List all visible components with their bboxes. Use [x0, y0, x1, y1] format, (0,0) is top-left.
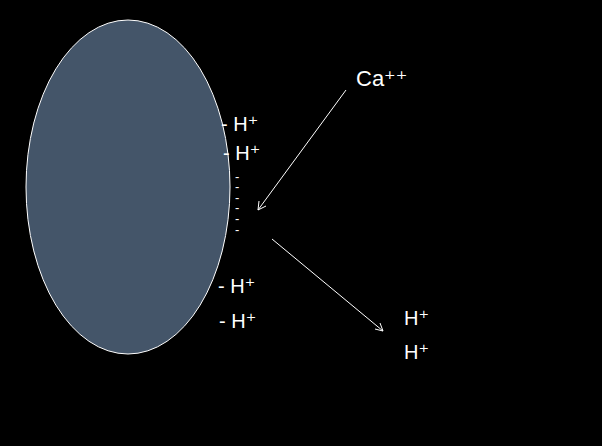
cell-particle [26, 20, 230, 354]
free-proton-label: H⁺ [404, 342, 429, 362]
bound-proton-label: - H⁺ [218, 276, 255, 296]
proton-arrow [272, 239, 383, 331]
calcium-ion-label: Ca⁺⁺ [356, 68, 407, 90]
bound-proton-label: - H⁺ [221, 114, 258, 134]
arrow-line [272, 239, 383, 331]
free-proton-label: H⁺ [404, 308, 429, 328]
calcium-arrow [258, 90, 346, 210]
arrow-head [258, 201, 266, 210]
bound-proton-label: - H⁺ [219, 311, 256, 331]
negative-charge: - [235, 223, 239, 236]
arrow-head [375, 323, 383, 331]
bound-proton-label: - H⁺ [223, 143, 260, 163]
arrow-line [258, 90, 346, 210]
